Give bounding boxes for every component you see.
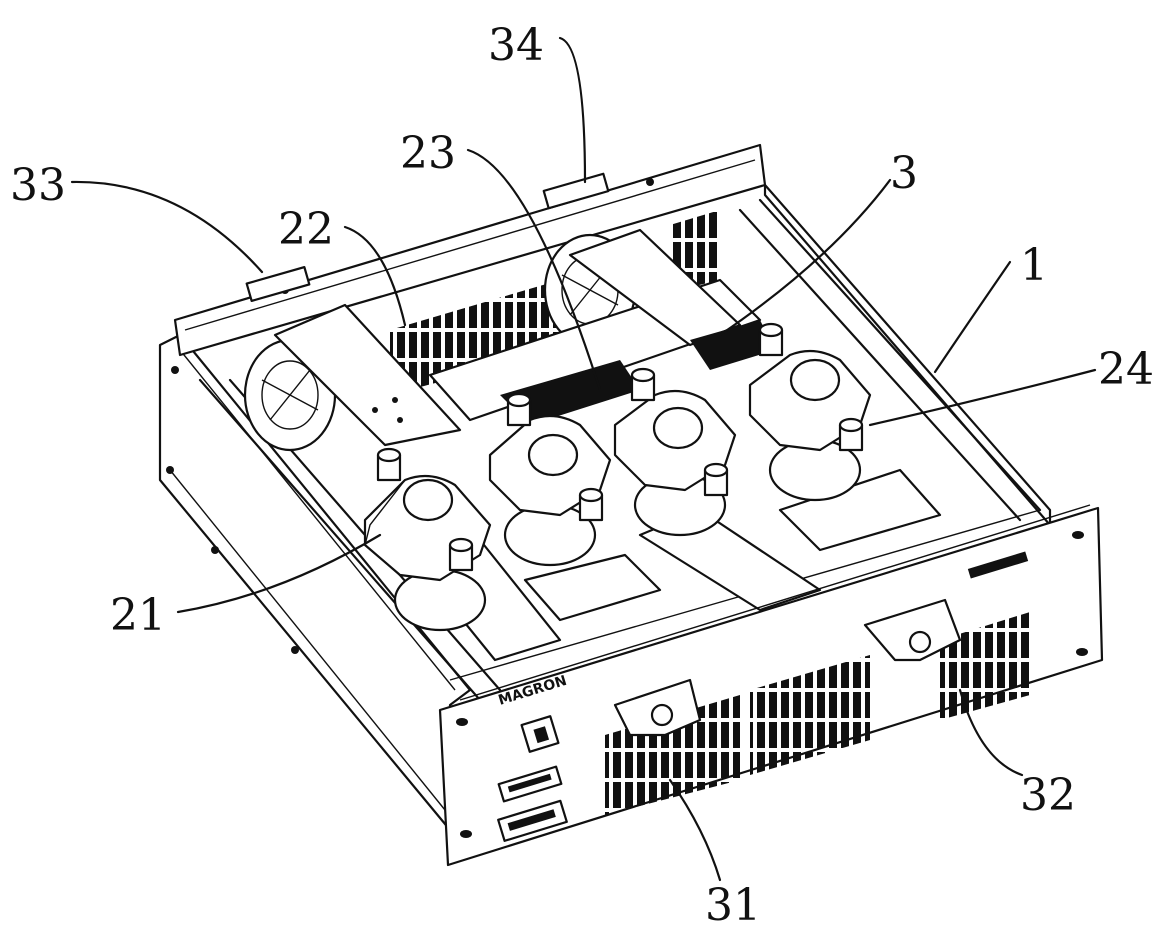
front-panel: MAGRON xyxy=(438,504,1104,867)
bus-bar-23 xyxy=(568,228,742,347)
handle-34 xyxy=(542,172,610,210)
label-23: 23 xyxy=(400,128,456,179)
module-24 xyxy=(748,322,872,502)
chassis xyxy=(158,143,1052,832)
leader-1 xyxy=(933,260,1012,374)
label-22: 22 xyxy=(278,204,334,255)
label-24: 24 xyxy=(1098,344,1154,395)
module-21 xyxy=(363,447,492,632)
label-3: 3 xyxy=(890,148,918,199)
front-bar-4 xyxy=(778,468,942,552)
module-22 xyxy=(488,392,612,567)
label-31: 31 xyxy=(705,880,761,931)
handle-33 xyxy=(245,265,311,303)
leader-23 xyxy=(466,148,602,392)
front-vent-2 xyxy=(750,655,870,775)
leader-24 xyxy=(868,368,1097,427)
leader-33 xyxy=(70,180,264,274)
bus-bar-22 xyxy=(273,303,462,447)
front-bar-2 xyxy=(523,553,662,622)
label-1: 1 xyxy=(1020,240,1048,291)
label-32: 32 xyxy=(1020,770,1076,821)
front-vent-3 xyxy=(940,612,1030,720)
leader-34 xyxy=(558,36,587,184)
label-34: 34 xyxy=(488,20,544,71)
leader-32 xyxy=(958,688,1024,777)
back-vent-left xyxy=(390,280,560,395)
label-33: 33 xyxy=(10,160,66,211)
leader-31 xyxy=(668,778,722,882)
leader-3 xyxy=(718,178,892,337)
reference-labels: 33 34 22 23 3 1 24 21 31 32 xyxy=(10,20,1154,931)
bus-bars xyxy=(273,228,942,662)
terminal-32 xyxy=(863,598,962,662)
leader-lines xyxy=(70,36,1097,882)
leader-21 xyxy=(176,533,382,614)
leader-22 xyxy=(343,225,407,327)
label-21: 21 xyxy=(110,590,166,641)
module-23 xyxy=(613,367,737,537)
